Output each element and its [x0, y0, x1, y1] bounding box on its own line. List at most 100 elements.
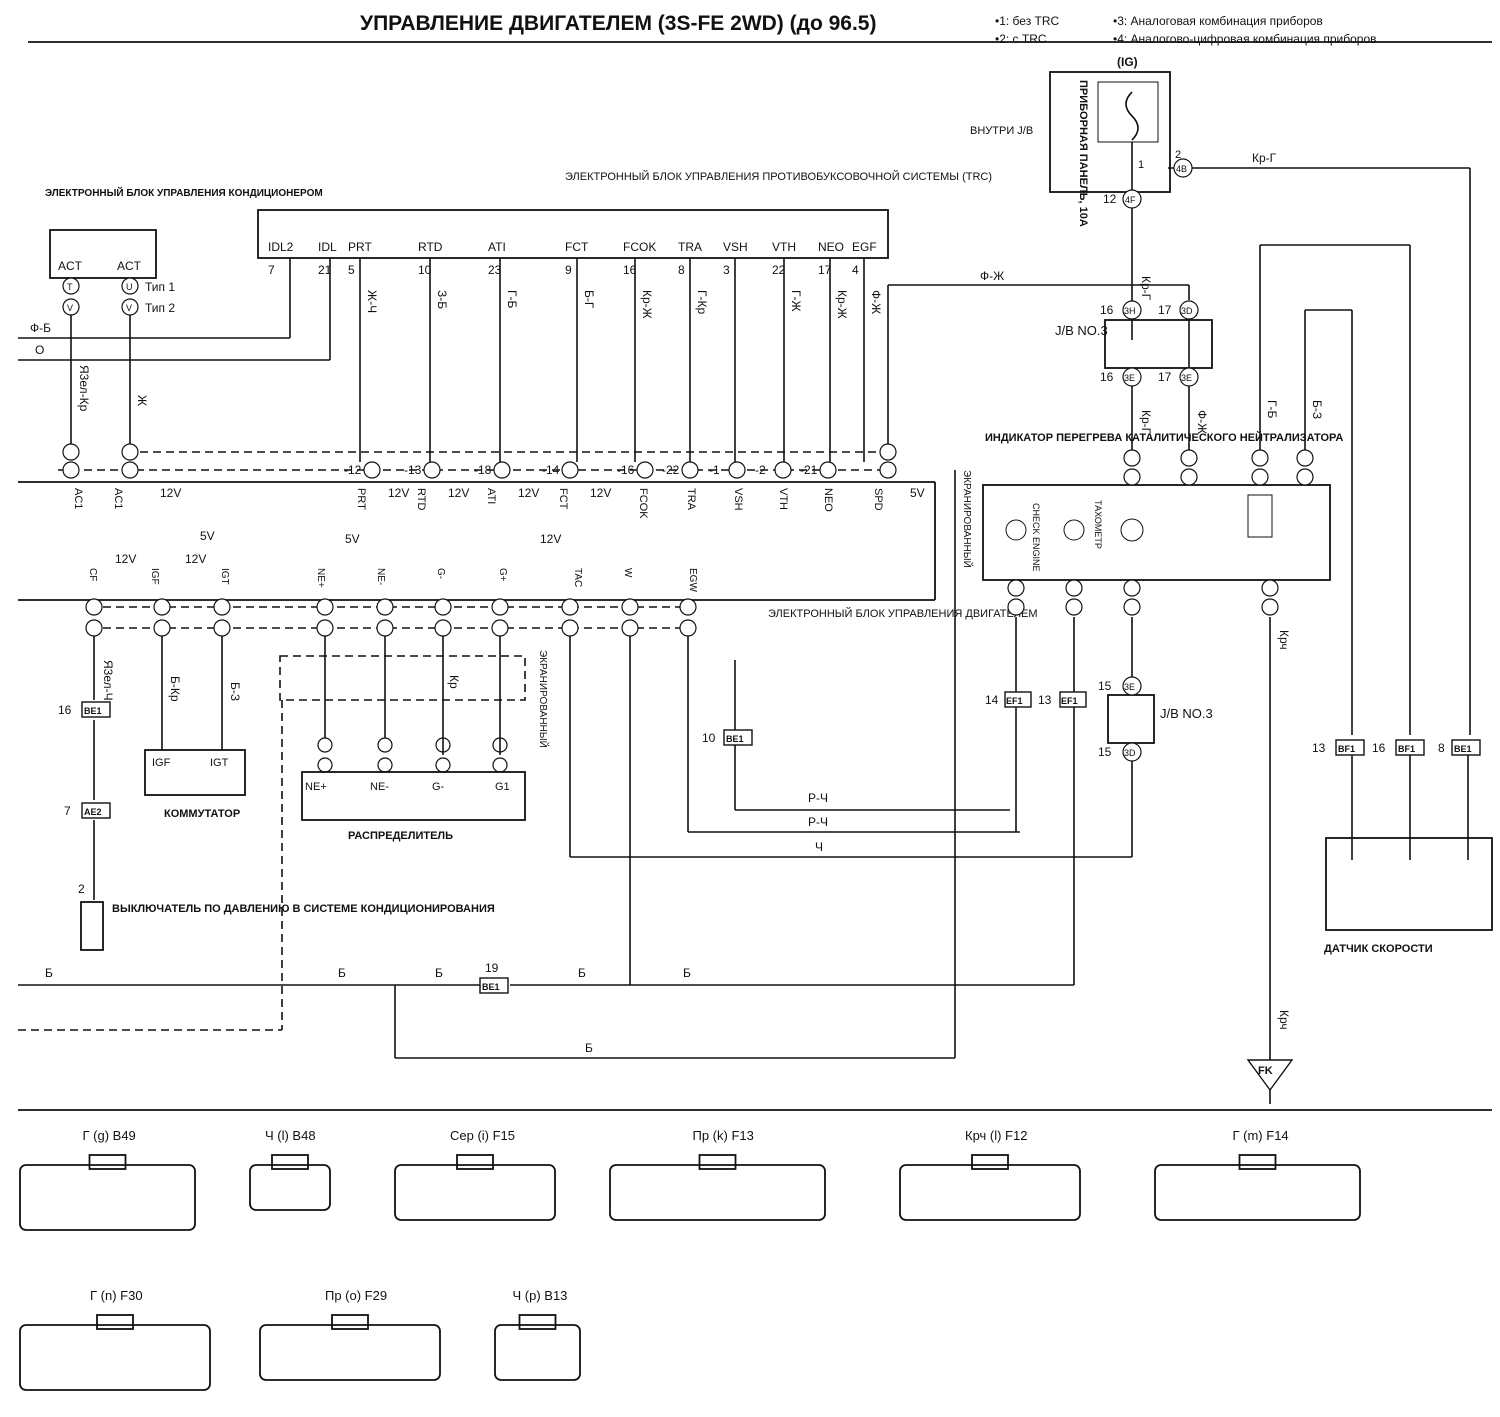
- ecu-lower-label: TAC: [572, 568, 583, 587]
- svg-text:BF1: BF1: [1398, 744, 1415, 754]
- svg-text:1: 1: [1138, 159, 1144, 171]
- trc-pin-number: 10: [418, 263, 432, 277]
- svg-text:-13: -13: [404, 463, 422, 477]
- note-1: •1: без TRC: [995, 14, 1060, 28]
- trc-terminal-label: RTD: [418, 240, 443, 254]
- fuse-element: [1097, 81, 1159, 143]
- svg-text:Ч: Ч: [815, 840, 823, 854]
- svg-text:EF1: EF1: [1061, 696, 1078, 706]
- svg-text:V: V: [126, 303, 132, 313]
- wire-color-label: Б: [45, 966, 53, 980]
- ecu-input-label: NEO: [822, 488, 834, 512]
- trc-pin-number: 9: [565, 263, 572, 277]
- ecu-input-label: AC1: [72, 488, 84, 509]
- svg-text:Ф-Б: Ф-Б: [30, 321, 51, 335]
- svg-text:J/B NO.3: J/B NO.3: [1160, 706, 1213, 721]
- inside-jb-label: ВНУТРИ J/B: [970, 125, 1033, 137]
- svg-text:FK: FK: [1258, 1065, 1273, 1077]
- svg-text:Ж: Ж: [135, 395, 149, 406]
- wire-color-label: Г-Кр: [695, 290, 709, 314]
- ac-term-2: ACT: [117, 259, 142, 273]
- wire-color-label: Кр-Ж: [835, 290, 849, 319]
- cat-lamp-icon: [1005, 519, 1027, 541]
- connector-shape: [899, 1164, 1081, 1221]
- svg-text:-16: -16: [617, 463, 635, 477]
- svg-text:Тип 1: Тип 1: [145, 280, 175, 294]
- svg-text:Ф-Ж: Ф-Ж: [1195, 410, 1209, 434]
- wire-color-label: Б: [338, 966, 346, 980]
- svg-text:-22: -22: [662, 463, 680, 477]
- distributor-shield: [279, 655, 526, 701]
- svg-text:3D: 3D: [1181, 306, 1193, 316]
- note-3: •3: Аналоговая комбинация приборов: [1113, 14, 1323, 28]
- svg-text:V: V: [67, 303, 73, 313]
- connector-shape: [1154, 1164, 1361, 1221]
- svg-text:NE-: NE-: [370, 781, 389, 793]
- ecu-input-label: FCOK: [637, 488, 649, 519]
- svg-text:Б-З: Б-З: [1310, 400, 1324, 419]
- ecu-lower-label: NE+: [315, 568, 326, 588]
- svg-text:13: 13: [1038, 693, 1052, 707]
- svg-text:T: T: [67, 282, 73, 292]
- svg-text:12V: 12V: [540, 532, 561, 546]
- trc-terminal-label: VTH: [772, 240, 796, 254]
- note-2: •2: с TRC: [995, 32, 1047, 46]
- trc-pin-number: 8: [678, 263, 685, 277]
- supply-label: 12V: [590, 486, 611, 500]
- ecu-input-label: TRA: [685, 488, 697, 511]
- svg-text:5V: 5V: [345, 532, 360, 546]
- connector-label: Пр (k) F13: [693, 1128, 754, 1143]
- ecu-input-label: VTH: [777, 488, 789, 510]
- svg-text:2: 2: [78, 882, 85, 896]
- trc-pin-number: 4: [852, 263, 859, 277]
- svg-text:CHECK ENGINE: CHECK ENGINE: [1031, 503, 1041, 572]
- connector-label: Пр (o) F29: [325, 1288, 387, 1303]
- trc-terminal-group: IDL27IDL21PRT5Ж-ЧRTD10З-БATI23Г-БFCT9Б-Г…: [268, 240, 883, 462]
- trc-terminal-label: VSH: [723, 240, 748, 254]
- svg-text:12V: 12V: [160, 486, 181, 500]
- svg-text:7: 7: [64, 804, 71, 818]
- svg-text:16: 16: [1100, 303, 1114, 317]
- svg-text:-1: -1: [709, 463, 720, 477]
- trc-pin-number: 23: [488, 263, 502, 277]
- jb3-upper: [1104, 319, 1213, 369]
- svg-text:-12: -12: [344, 463, 362, 477]
- svg-text:5V: 5V: [200, 529, 215, 543]
- svg-text:AE2: AE2: [84, 807, 102, 817]
- svg-text:Тип 2: Тип 2: [145, 301, 175, 315]
- connector-shape: [19, 1164, 196, 1231]
- svg-text:14: 14: [985, 693, 999, 707]
- svg-text:-2: -2: [755, 463, 766, 477]
- speed-sensor-box: [1325, 837, 1493, 931]
- svg-text:Кр-Г: Кр-Г: [1139, 410, 1153, 435]
- trc-pin-number: 21: [318, 263, 332, 277]
- trc-pin-number: 7: [268, 263, 275, 277]
- connector-label: Ч (p) B13: [513, 1288, 568, 1303]
- pressure-switch: [80, 901, 104, 951]
- svg-text:12V: 12V: [185, 552, 206, 566]
- svg-text:15: 15: [1098, 679, 1112, 693]
- supply-label: 12V: [518, 486, 539, 500]
- fuse-box: [1049, 71, 1171, 193]
- svg-text:12: 12: [1103, 192, 1117, 206]
- svg-text:16: 16: [58, 703, 72, 717]
- svg-text:Я3ел-Ч: Я3ел-Ч: [101, 660, 115, 701]
- svg-text:EF1: EF1: [1006, 696, 1023, 706]
- svg-text:Я3ел-Кр: Я3ел-Кр: [77, 365, 91, 412]
- ac-ecu-label: ЭЛЕКТРОННЫЙ БЛОК УПРАВЛЕНИЯ КОНДИЦИОНЕРО…: [45, 186, 323, 199]
- trc-pin-number: 3: [723, 263, 730, 277]
- igniter-box: [144, 749, 246, 796]
- svg-text:ТАХОМЕТР: ТАХОМЕТР: [1093, 500, 1103, 549]
- connector-label: Сер (i) F15: [450, 1128, 515, 1143]
- distributor-box: [301, 771, 526, 821]
- pressure-switch-label: ВЫКЛЮЧАТЕЛЬ ПО ДАВЛЕНИЮ В СИСТЕМЕ КОНДИЦ…: [112, 903, 495, 915]
- wire-color-label: Б: [578, 966, 586, 980]
- ecu-lower-label: NE-: [375, 568, 386, 585]
- ecu-lower-label: IGF: [149, 568, 160, 585]
- svg-text:G-: G-: [432, 781, 445, 793]
- ac-ecu-box: [49, 229, 157, 279]
- trc-terminal-label: FCT: [565, 240, 589, 254]
- ecu-lower-label: EGW: [687, 568, 698, 592]
- connector-shape: [394, 1164, 556, 1221]
- trc-pin-number: 16: [623, 263, 637, 277]
